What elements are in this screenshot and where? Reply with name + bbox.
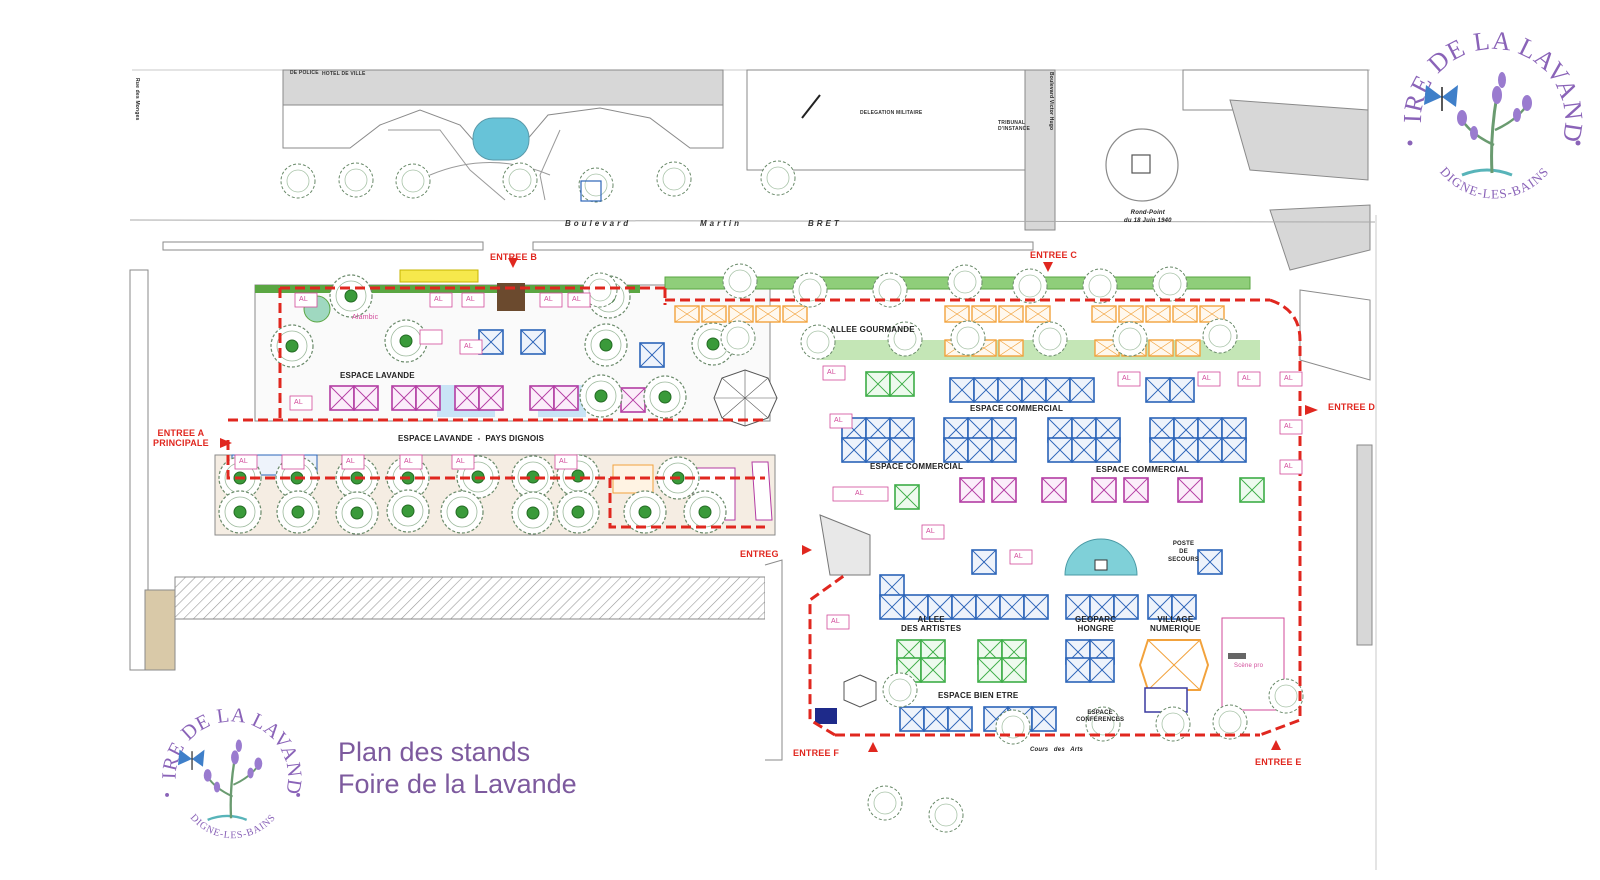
tribunal-label: TRIBUNAL D'INSTANCE	[998, 120, 1030, 132]
street-boulevard-2: Martin	[700, 219, 742, 228]
al-label: AL	[1122, 375, 1131, 382]
svg-text:FOIRE DE LA LAVANDE: FOIRE DE LA LAVANDE	[153, 695, 305, 796]
first-aid-post-label: POSTE DE SECOURS	[1168, 541, 1200, 563]
zone-pays-dignois: ESPACE LAVANDE - PAYS DIGNOIS	[398, 434, 545, 443]
street-victor-hugo: Boulevard Victor Hugo	[1048, 72, 1054, 131]
military-building	[746, 69, 1056, 231]
al-label: AL	[1242, 375, 1251, 382]
foire-logo-top-right: FOIRE DE LA LAVANDE DIGNE-LES-BAINS	[1392, 15, 1588, 202]
al-label: AL	[434, 296, 443, 303]
zone-village-numerique: VILLAGE NUMERIQUE	[1150, 615, 1201, 633]
caption-line-2: Foire de la Lavande	[338, 769, 577, 799]
al-label: AL	[404, 458, 413, 465]
police-label: DE POLICE	[290, 70, 319, 76]
al-label: AL	[559, 458, 568, 465]
town-hall-block	[282, 69, 724, 201]
street-boulevard-1: Boulevard	[565, 219, 632, 228]
entrance-a-label: ENTREE A PRINCIPALE	[153, 428, 209, 448]
al-label: AL	[346, 458, 355, 465]
street-cours-des-arts: Cours des Arts	[1030, 747, 1084, 753]
amphitheatre	[819, 514, 1138, 576]
al-label: AL	[1202, 375, 1211, 382]
zone-allee-gourmande: ALLEE GOURMANDE	[830, 325, 915, 334]
foire-logo-bottom-left: FOIRE DE LA LAVANDE DIGNE-LES-BAINS	[153, 695, 305, 841]
butterfly-lavender-sprig-icon	[1424, 72, 1532, 177]
al-label: AL	[834, 417, 843, 424]
entrance-b-label: ENTREE B	[490, 252, 538, 262]
al-label: AL	[239, 458, 248, 465]
delegation-label: DELEGATION MILITAIRE	[860, 110, 923, 116]
zone-espace-lavande: ESPACE LAVANDE	[340, 371, 415, 380]
al-label: AL	[831, 618, 840, 625]
plan-caption: Plan des stands Foire de la Lavande	[338, 736, 577, 800]
al-label: AL	[1014, 553, 1023, 560]
al-label: AL	[572, 296, 581, 303]
town-hall-label: HOTEL DE VILLE	[322, 71, 366, 77]
zone-espace-bien-etre: ESPACE BIEN ETRE	[938, 691, 1019, 700]
al-label: AL	[456, 458, 465, 465]
zone-espace-commercial-3: ESPACE COMMERCIAL	[1096, 465, 1190, 474]
al-stands	[234, 292, 1303, 630]
al-label: AL	[827, 369, 836, 376]
zone-geoparc: GEOPARC HONGRE	[1075, 615, 1117, 633]
al-label: AL	[1284, 375, 1293, 382]
al-label: AL	[926, 528, 935, 535]
roundabout-label: Rond-Point du 18 Juin 1940	[1124, 210, 1172, 224]
al-label: AL	[1284, 463, 1293, 470]
zone-espace-commercial-2: ESPACE COMMERCIAL	[870, 462, 964, 471]
caption-line-1: Plan des stands	[338, 737, 531, 767]
entrance-arrows	[220, 258, 1318, 752]
entrance-d-label: ENTREE D	[1328, 402, 1376, 412]
scene-pro-label: Scène pro	[1234, 663, 1264, 669]
svg-text:FOIRE DE LA LAVANDE: FOIRE DE LA LAVANDE	[1392, 15, 1588, 145]
entrance-e-label: ENTREE E	[1255, 757, 1302, 767]
entrance-c-label: ENTREE C	[1030, 250, 1078, 260]
roundabout	[1105, 128, 1179, 202]
commercial-stands	[841, 371, 1265, 510]
al-label: AL	[466, 296, 475, 303]
bandstand	[713, 369, 778, 427]
zone-allee-artistes: ALLEE DES ARTISTES	[901, 615, 962, 633]
zone-espace-commercial-1: ESPACE COMMERCIAL	[970, 404, 1064, 413]
al-label: AL	[544, 296, 553, 303]
al-label: AL	[299, 296, 308, 303]
butterfly-lavender-sprig-icon	[177, 739, 263, 821]
street-rue-monges: Rue des Monges	[134, 78, 140, 121]
al-label: AL	[464, 343, 473, 350]
entrance-g-label: ENTREG	[740, 549, 779, 559]
east-buildings	[1182, 69, 1373, 646]
al-label: AL	[294, 399, 303, 406]
entrance-f-label: ENTREE F	[793, 748, 840, 758]
alambic-label: Alambic	[352, 314, 379, 321]
logo-arc-text: FOIRE DE LA LAVANDE	[153, 695, 305, 796]
al-label: AL	[855, 490, 864, 497]
visitor-route	[226, 286, 1302, 737]
street-boulevard-3: BRET	[808, 219, 842, 228]
logo-arc-text: FOIRE DE LA LAVANDE	[1392, 15, 1587, 145]
conference-space-label: ESPACE CONFERENCES	[1076, 710, 1125, 723]
al-label: AL	[1284, 423, 1293, 430]
